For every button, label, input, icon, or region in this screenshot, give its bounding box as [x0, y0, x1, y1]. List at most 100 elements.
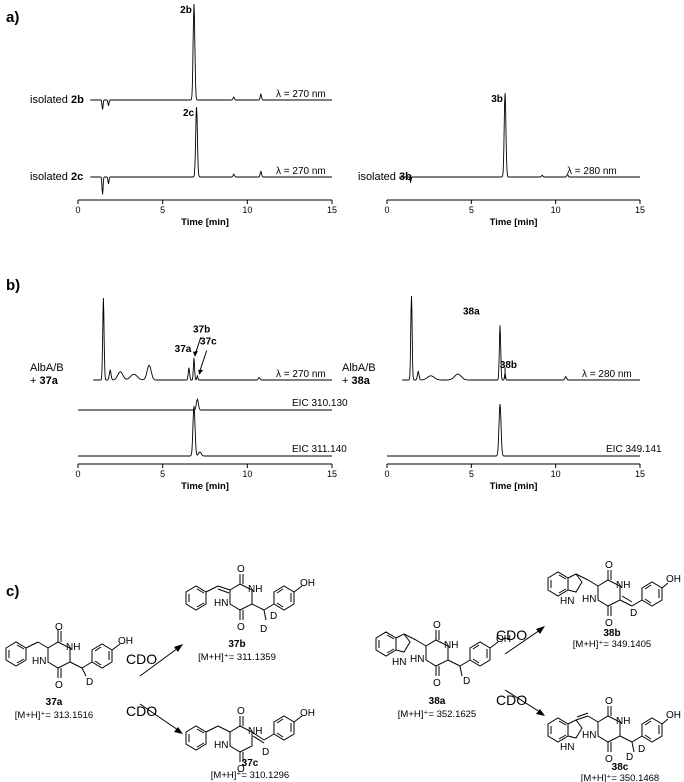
atom-oh-38c: OH	[666, 710, 681, 721]
atom-oh-37b: OH	[300, 578, 315, 589]
eic-label: EIC 311.140	[292, 444, 347, 455]
peak-label: 2b	[180, 5, 192, 16]
cdo-label-38b-visible: CDO	[496, 627, 527, 643]
wavelength-label: λ = 280 nm	[582, 369, 632, 380]
panel-label-a: a)	[6, 9, 19, 26]
x-tick-label: 0	[75, 205, 80, 215]
x-tick-label: 15	[635, 205, 645, 215]
structure-37b	[185, 574, 303, 621]
cdo-label-38c: CDO	[496, 692, 527, 708]
mass-38c: [M+H]⁺= 350.1468	[581, 773, 659, 782]
peak-label: 38a	[463, 306, 480, 317]
x-tick-label: 15	[635, 469, 645, 479]
mass-38a: [M+H]⁺= 352.1625	[398, 709, 476, 720]
eic-trace	[78, 405, 332, 457]
x-axis-label: Time [min]	[181, 217, 229, 228]
x-axis-label: Time [min]	[490, 481, 538, 492]
x-tick-label: 15	[327, 469, 337, 479]
chromatogram-trace	[90, 3, 332, 110]
atom-hn-37c: HN	[214, 740, 228, 751]
cdo-label-37b: CDO	[126, 651, 157, 667]
atom-nh-37b: NH	[248, 584, 262, 595]
trace-label: isolated 2b	[30, 94, 84, 106]
x-tick-label: 10	[242, 469, 252, 479]
x-tick-label: 10	[242, 205, 252, 215]
peak-label: 38b	[500, 360, 517, 371]
mass-37b: [M+H]⁺= 311.1359	[198, 652, 276, 663]
compound-38b-id: 38b	[603, 628, 620, 639]
x-tick-label: 10	[551, 205, 561, 215]
trace-label: isolated 2c	[30, 171, 83, 183]
atom-o-38c-bottom: O	[605, 754, 613, 765]
sample-label: AlbA/B	[342, 362, 376, 374]
atom-d-37b-2: D	[260, 624, 267, 635]
atom-hn-38a: HN	[410, 654, 424, 665]
compound-37a: 37a	[46, 697, 63, 708]
atom-o-38a-top: O	[433, 620, 441, 631]
atom-hn-38a-indole: HN	[392, 657, 406, 668]
reaction-scheme: O O NH HN OH D 37a [M+H]⁺= 313.1516 CDO …	[5, 560, 681, 775]
mass-37c: [M+H]⁺= 310.1296	[211, 770, 289, 781]
structure-38c	[547, 706, 669, 753]
atom-o-38a-bottom: O	[433, 678, 441, 689]
wavelength-label: λ = 270 nm	[276, 166, 326, 177]
atom-nh-38c: NH	[616, 716, 630, 727]
atom-oh-37a: OH	[118, 636, 133, 647]
atom-nh-38b: NH	[616, 580, 630, 591]
mass-37a: [M+H]⁺= 313.1516	[15, 710, 93, 721]
panel-label-c: c)	[6, 583, 19, 600]
atom-o-37a-top: O	[55, 622, 63, 633]
x-axis-label: Time [min]	[181, 481, 229, 492]
atom-o-38b-bottom: O	[605, 618, 613, 629]
trace-label: isolated 3b	[358, 171, 412, 183]
structure-38b	[547, 570, 669, 616]
peak-label: 2c	[183, 108, 195, 119]
atom-o-37b-top: O	[237, 564, 245, 575]
panel-label-b: b)	[6, 277, 20, 294]
wavelength-label: λ = 270 nm	[276, 369, 326, 380]
wavelength-label: λ = 280 nm	[567, 166, 617, 177]
chromatogram-trace	[399, 92, 640, 184]
atom-d-37b-1: D	[270, 611, 277, 622]
sample-compound-label: + 38a	[342, 375, 371, 387]
eic-trace	[387, 403, 640, 457]
peak-label: 3b	[491, 94, 503, 105]
compound-38c-id: 38c	[612, 762, 629, 773]
atom-nh-37c: NH	[248, 726, 262, 737]
atom-hn-38c-indole: HN	[560, 742, 574, 753]
atom-o-38b-top: O	[605, 560, 613, 571]
peak-arrow	[198, 350, 208, 374]
compound-37c-id: 37c	[242, 758, 259, 769]
atom-oh-38a: OH	[496, 634, 511, 645]
x-tick-label: 0	[384, 205, 389, 215]
atom-o-37c-bottom: O	[237, 764, 245, 775]
chromatogram-trace	[90, 106, 332, 195]
compound-38a: 38a	[429, 696, 446, 707]
arrowhead	[198, 369, 204, 375]
eic-trace	[78, 398, 332, 411]
atom-o-37b-bottom: O	[237, 622, 245, 633]
wavelength-label: λ = 270 nm	[276, 89, 326, 100]
eic-label: EIC 310.130	[292, 398, 348, 409]
uv-trace	[93, 297, 332, 381]
x-tick-label: 5	[160, 205, 165, 215]
atom-hn-38b: HN	[582, 594, 596, 605]
eic-label: EIC 349.141	[606, 444, 662, 455]
atom-oh-37c: OH	[300, 708, 315, 719]
atom-hn-37a: HN	[32, 656, 46, 667]
arrowhead	[192, 350, 198, 357]
mass-38b: [M+H]⁺= 349.1405	[573, 639, 651, 650]
x-axis-label: Time [min]	[490, 217, 538, 228]
atom-o-38c-top: O	[605, 696, 613, 707]
x-tick-label: 0	[384, 469, 389, 479]
structure-37c	[185, 715, 303, 762]
peak-label: 37b	[193, 324, 210, 335]
atom-nh-37a: NH	[66, 642, 80, 653]
x-tick-label: 5	[469, 205, 474, 215]
structure-38a	[375, 630, 499, 677]
